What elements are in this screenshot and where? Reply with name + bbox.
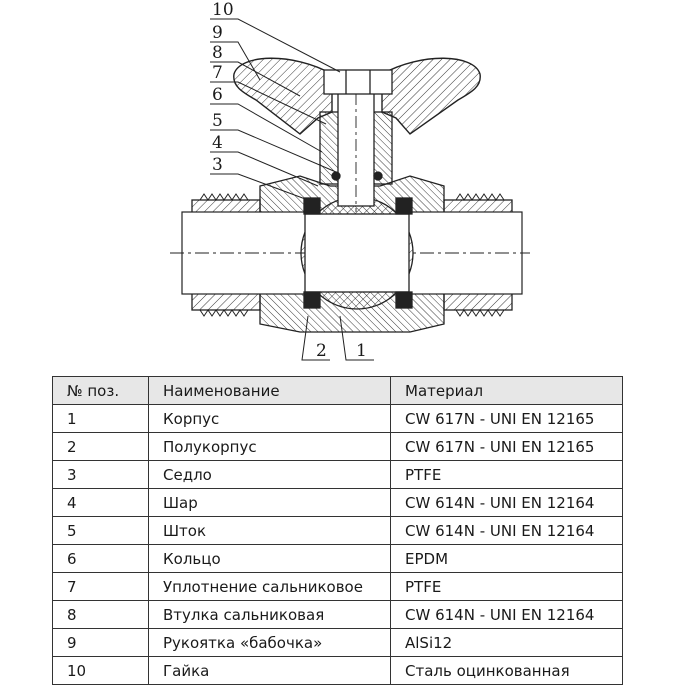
- cell-position: 10: [52, 656, 149, 685]
- right-thread-teeth-bottom: [455, 309, 505, 317]
- callout-label: 7: [212, 63, 223, 83]
- callout-label: 9: [212, 23, 223, 43]
- table-header-row: № поз. Наименование Материал: [52, 376, 623, 405]
- callout-label: 8: [212, 43, 223, 63]
- cell-name: Рукоятка «бабочка»: [148, 628, 391, 657]
- callout-label: 5: [212, 111, 223, 131]
- cell-material: PTFE: [390, 460, 623, 489]
- seat-right-top: [395, 197, 413, 215]
- cell-name: Седло: [148, 460, 391, 489]
- callout-label: 1: [356, 341, 367, 361]
- cell-material: CW 617N - UNI EN 12165: [390, 432, 623, 461]
- cell-material: CW 614N - UNI EN 12164: [390, 488, 623, 517]
- stem-assembly: [319, 70, 393, 212]
- left-thread-teeth-bottom: [199, 309, 249, 317]
- cell-position: 3: [52, 460, 149, 489]
- cell-name: Уплотнение сальниковое: [148, 572, 391, 601]
- ball-passage: [304, 213, 410, 293]
- cell-position: 9: [52, 628, 149, 657]
- cell-material: Сталь оцинкованная: [390, 656, 623, 685]
- cell-name: Корпус: [148, 404, 391, 433]
- cell-name: Кольцо: [148, 544, 391, 573]
- callout-leaders: [210, 18, 374, 361]
- cell-material: EPDM: [390, 544, 623, 573]
- cell-position: 7: [52, 572, 149, 601]
- cell-name: Полукорпус: [148, 432, 391, 461]
- cell-material: PTFE: [390, 572, 623, 601]
- cell-position: 8: [52, 600, 149, 629]
- seat-right-bottom: [395, 291, 413, 309]
- seat-left-bottom: [303, 291, 321, 309]
- cell-material: CW 617N - UNI EN 12165: [390, 404, 623, 433]
- callout-label: 6: [212, 85, 223, 105]
- cell-material: CW 614N - UNI EN 12164: [390, 516, 623, 545]
- cell-position: 4: [52, 488, 149, 517]
- cell-position: 5: [52, 516, 149, 545]
- cell-name: Втулка сальниковая: [148, 600, 391, 629]
- callout-labels: 10 9 8 7 6 5 4 3 2 1: [212, 0, 367, 361]
- cell-position: 6: [52, 544, 149, 573]
- ball: [300, 196, 414, 310]
- cell-position: 2: [52, 432, 149, 461]
- callout-label: 2: [316, 341, 327, 361]
- cell-name: Шар: [148, 488, 391, 517]
- cell-position: 1: [52, 404, 149, 433]
- o-ring-right: [373, 171, 383, 181]
- header-material: Материал: [390, 376, 623, 405]
- header-name: Наименование: [148, 376, 391, 405]
- right-thread-teeth: [455, 193, 505, 201]
- valve-section-drawing: 10 9 8 7 6 5 4 3 2 1: [170, 0, 530, 361]
- seat-left-top: [303, 197, 321, 215]
- cell-name: Гайка: [148, 656, 391, 685]
- nut-body: [323, 69, 393, 95]
- o-ring-left: [331, 171, 341, 181]
- callout-label: 10: [212, 0, 234, 20]
- left-thread-teeth: [199, 193, 249, 201]
- cell-material: AlSi12: [390, 628, 623, 657]
- callout-label: 4: [212, 133, 223, 153]
- cell-name: Шток: [148, 516, 391, 545]
- nut: [323, 69, 393, 95]
- callout-label: 3: [212, 155, 223, 175]
- header-position: № поз.: [52, 376, 149, 405]
- cell-material: CW 614N - UNI EN 12164: [390, 600, 623, 629]
